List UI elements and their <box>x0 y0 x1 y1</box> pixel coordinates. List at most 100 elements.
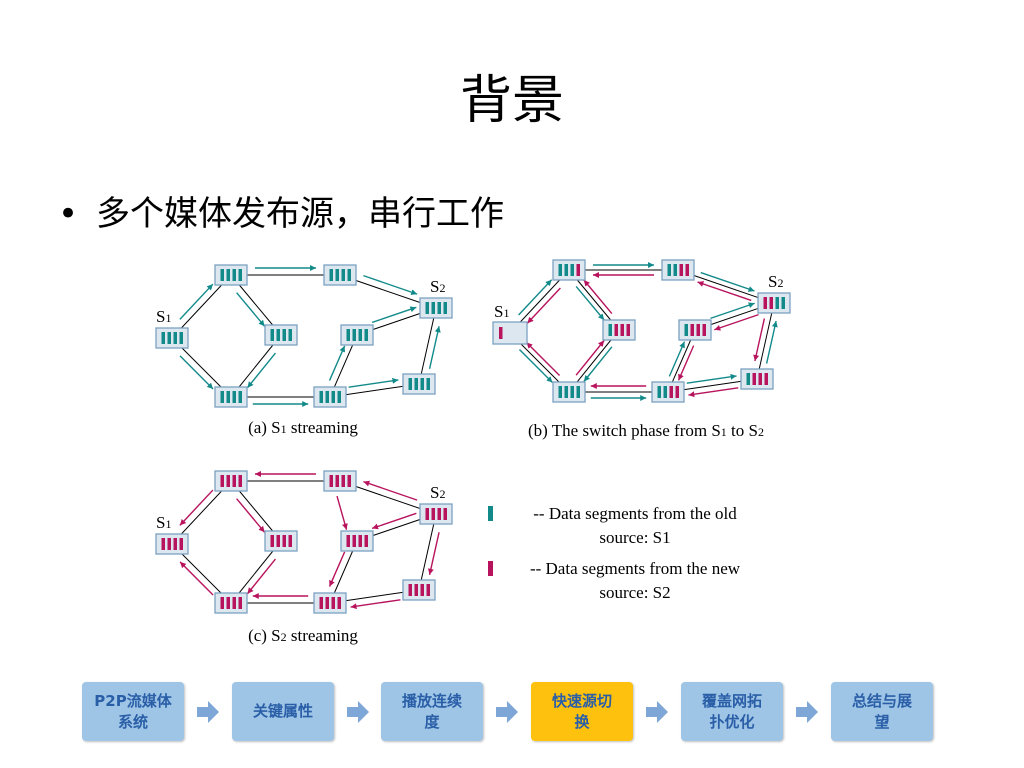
peer-node-bar <box>167 538 171 550</box>
peer-node-bar <box>282 329 286 341</box>
nav-item-line1: 播放连续 <box>401 691 462 710</box>
legend-marker-old <box>488 506 493 521</box>
stream-arrow <box>688 387 739 398</box>
peer-node-bar <box>329 269 333 281</box>
peer-node <box>402 579 436 601</box>
peer-node-bar <box>173 332 177 344</box>
nav-item-line1: 总结与展 <box>851 691 912 710</box>
peer-node-bar <box>576 386 580 398</box>
peer-node-bar <box>608 324 612 336</box>
peer-node-bar <box>443 508 447 520</box>
source-label-s1: S1 <box>156 307 171 326</box>
peer-node-bar <box>179 332 183 344</box>
peer-node <box>757 292 791 314</box>
nav-arrow-icon <box>347 701 369 723</box>
nav-item-line2: 系统 <box>117 712 148 731</box>
peer-node <box>602 319 636 341</box>
peer-node-bar <box>337 597 341 609</box>
stream-arrow <box>179 355 214 390</box>
stream-arrow <box>697 281 752 302</box>
nav-item[interactable]: 关键属性 <box>232 682 334 741</box>
peer-node-bar <box>288 535 292 547</box>
peer-node-bar <box>669 386 673 398</box>
nav-item-line1: 关键属性 <box>252 702 313 720</box>
peer-node-bar <box>657 386 661 398</box>
stream-arrow <box>700 271 755 292</box>
peer-node-bar <box>346 329 350 341</box>
nav-item[interactable]: 快速源切换 <box>531 682 633 741</box>
peer-node-bar <box>763 297 767 309</box>
peer-node-bar <box>325 597 329 609</box>
peer-node-bar <box>238 269 242 281</box>
bullet-text: 多个媒体发布源，串行工作 <box>96 194 504 234</box>
peer-node-bar <box>414 378 418 390</box>
peer-node-bar <box>576 264 580 276</box>
peer-node <box>214 386 248 408</box>
nav-item-line1: 快速源切 <box>551 691 612 710</box>
stream-arrow <box>575 285 605 321</box>
legend-marker-new <box>488 561 493 576</box>
peer-node-bar <box>288 329 292 341</box>
peer-node-bar <box>329 475 333 487</box>
peer-node-bar <box>335 269 339 281</box>
peer-node <box>313 386 347 408</box>
peer-node <box>264 324 298 346</box>
peer-node <box>340 530 374 552</box>
nav-item[interactable]: 总结与展望 <box>831 682 933 741</box>
stream-arrow <box>246 558 276 595</box>
stream-arrow <box>526 341 561 376</box>
nav-arrow-icon <box>646 701 668 723</box>
peer-node-bar <box>758 373 762 385</box>
peer-node-bar <box>226 475 230 487</box>
peer-node-bar <box>276 535 280 547</box>
panel-caption: (a) S1 streaming <box>248 418 358 437</box>
peer-node-bar <box>570 386 574 398</box>
peer-node-bar <box>238 597 242 609</box>
nav-arrow-icon <box>197 701 219 723</box>
nav-item-line2: 扑优化 <box>709 712 755 731</box>
source-label-s2: S2 <box>430 483 445 502</box>
peer-node-bar <box>325 391 329 403</box>
stream-arrow <box>236 498 266 533</box>
nav-item[interactable]: P2P流媒体系统 <box>82 682 184 741</box>
peer-node-bar <box>337 391 341 403</box>
peer-node-bar <box>420 378 424 390</box>
peer-node <box>155 327 189 349</box>
peer-node-bar <box>346 535 350 547</box>
peer-node <box>651 381 685 403</box>
peer-node-bar <box>426 378 430 390</box>
peer-node-bar <box>558 386 562 398</box>
legend-line2: source: S1 <box>599 528 671 547</box>
peer-node <box>419 503 453 525</box>
stream-arrow <box>328 345 346 381</box>
peer-node-bar <box>564 264 568 276</box>
stream-arrow <box>427 532 440 575</box>
peer-node <box>678 319 712 341</box>
peer-node-bar <box>270 329 274 341</box>
overlay-link <box>418 307 437 385</box>
peer-node-bar <box>358 329 362 341</box>
peer-node-bar <box>352 329 356 341</box>
nav-item[interactable]: 播放连续度 <box>381 682 483 741</box>
peer-node-bar <box>769 297 773 309</box>
peer-node-bar <box>331 391 335 403</box>
stream-arrow <box>328 551 346 587</box>
peer-node <box>214 470 248 492</box>
stream-arrow <box>710 302 755 320</box>
peer-node-bar <box>347 475 351 487</box>
stream-arrow <box>179 489 214 526</box>
peer-node-bar <box>226 269 230 281</box>
nav-item-line2: 换 <box>574 712 590 731</box>
peer-node <box>214 264 248 286</box>
peer-node <box>214 592 248 614</box>
nav-item-line1: P2P流媒体 <box>94 691 172 710</box>
bullet-point: • 多个媒体发布源，串行工作 <box>58 186 504 235</box>
peer-node-bar <box>702 324 706 336</box>
peer-node-bar <box>775 297 779 309</box>
bullet-dot: • <box>58 194 79 234</box>
peer-node-bar <box>220 597 224 609</box>
nav-item[interactable]: 覆盖网拓扑优化 <box>681 682 783 741</box>
peer-node-bar <box>673 264 677 276</box>
peer-node-bar <box>558 264 562 276</box>
